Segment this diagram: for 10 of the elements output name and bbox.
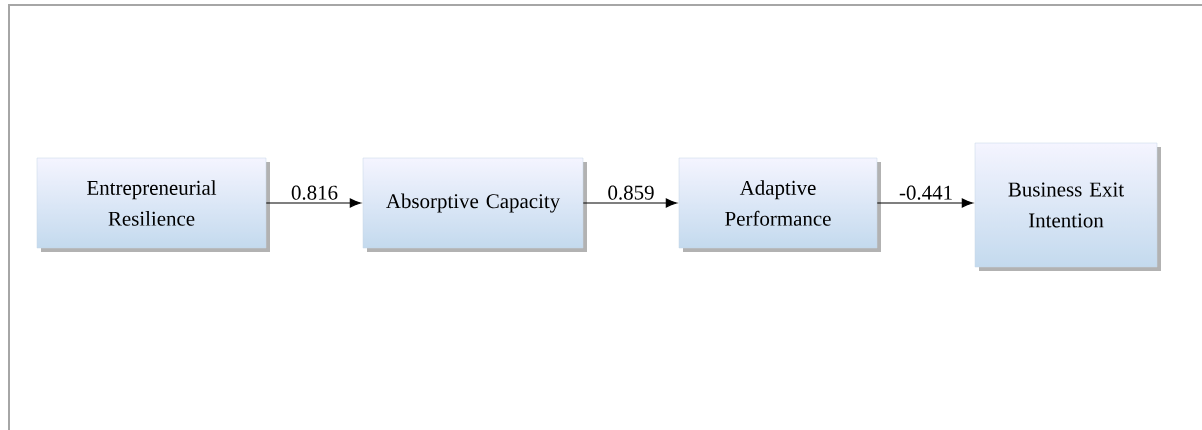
edge-label: 0.816 xyxy=(291,185,338,200)
arrow xyxy=(582,198,677,208)
edge-label: -0.441 xyxy=(899,185,952,200)
edge-label: 0.859 xyxy=(608,185,654,200)
process-box: Entrepreneurial Resilience xyxy=(36,157,270,252)
arrow xyxy=(876,198,973,208)
process-box: Business Exit Intention xyxy=(974,142,1161,271)
process-box: Adaptive Performance xyxy=(678,157,881,252)
process-box: Absorptive Capacity xyxy=(362,157,587,252)
arrow xyxy=(265,198,361,208)
